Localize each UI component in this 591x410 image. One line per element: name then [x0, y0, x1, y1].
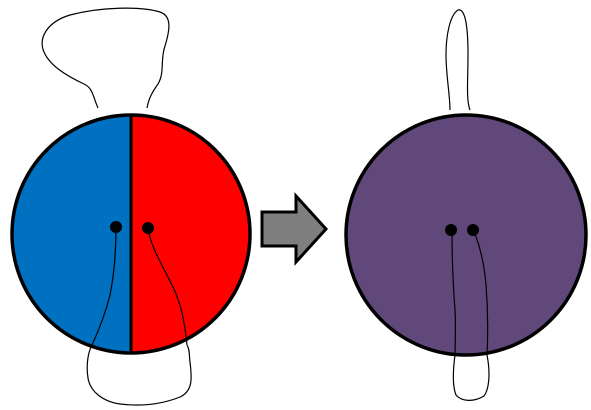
left-top-loop	[42, 8, 169, 108]
before-state	[0, 8, 271, 405]
right-dot-b	[467, 224, 479, 236]
right-top-loop	[446, 10, 470, 110]
left-dot-a	[110, 221, 122, 233]
left-dot-b	[142, 222, 154, 234]
right-arrow-icon	[262, 196, 326, 262]
after-state	[346, 10, 586, 401]
transition-arrow	[262, 196, 326, 262]
left-blue-half	[0, 100, 131, 370]
right-bottom-loop	[453, 355, 489, 400]
right-dot-a	[445, 224, 457, 236]
merged-sphere	[346, 115, 586, 355]
